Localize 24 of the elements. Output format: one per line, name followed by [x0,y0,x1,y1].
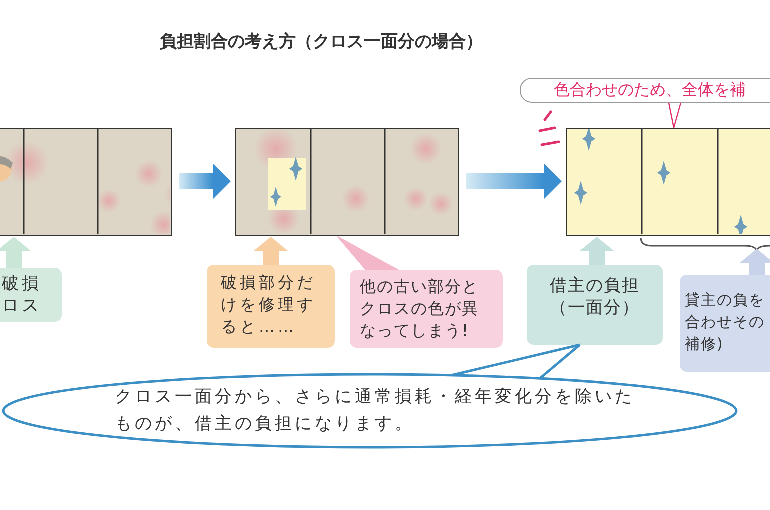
arrow [0,237,31,268]
bubble-text: 色合わせのため、全体を補 [554,79,746,101]
callout-box [207,265,335,348]
callout-text: 借主の負担（一面分） [549,275,641,319]
callout-text: 他の古い部分とクロスの色が異なってしまう! [360,276,480,342]
callout-text: 破損ロス [2,273,42,317]
callout-box [527,265,663,345]
callout-box [350,270,503,348]
arrow [254,237,288,265]
callout-text: 貸主の負を合わせその補修) [685,290,766,355]
callout-text: 破損部分だけを修理すると…… [221,272,317,338]
speech-bubble [520,78,770,103]
bubble-text: クロス一面分から、さらに通常損耗・経年変化分を除いたものが、借主の負担になります。 [115,386,636,436]
speech-bubble [2,373,738,449]
title: 負担割合の考え方（クロス一面分の場合） [160,31,483,53]
block-arrow [179,164,231,200]
bubble-tail [450,344,582,380]
callout-pointer [338,236,398,270]
block-arrow [466,164,562,200]
arrow [580,237,614,265]
callout-box [680,275,770,372]
callout-box [0,268,62,322]
bubble-tail [668,102,682,129]
arrow [740,249,770,275]
